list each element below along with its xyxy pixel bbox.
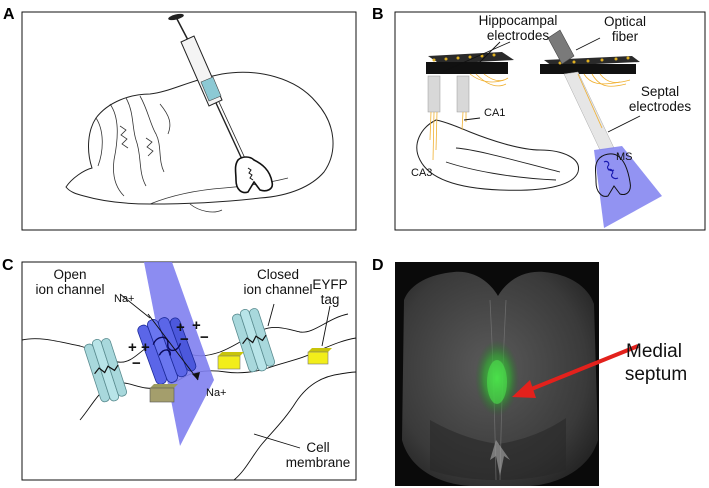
eyfp-tag-2 (217, 352, 244, 370)
panel-a-frame (21, 11, 357, 231)
closed-ion-channel-label-2: ion channel (243, 282, 312, 297)
septal-electrodes-label: Septal (641, 84, 679, 99)
panel-b: B (372, 6, 706, 231)
ms-target-outline (234, 156, 274, 194)
ms-label: MS (616, 151, 633, 163)
ca1-pointer (463, 117, 481, 121)
cerebellum-zigzag-1 (119, 125, 129, 149)
syringe-plunger (176, 18, 190, 43)
panel-a-letter: A (3, 6, 15, 23)
medial-septum-label-2: septum (625, 364, 687, 385)
eyfp-tag-label: EYFP (312, 277, 347, 292)
septal-pointer (607, 115, 641, 133)
ca3-label: CA3 (411, 167, 432, 179)
svg-text:+: + (141, 339, 150, 356)
ms-electrode-loop-1 (603, 160, 615, 172)
cerebellum-fold-4 (139, 95, 165, 173)
panel-c-frame (21, 261, 357, 481)
svg-text:+: + (128, 339, 137, 356)
optical-fiber-ferrule (547, 29, 575, 65)
ms-outline (595, 153, 631, 197)
eyfp-tag-1 (149, 384, 178, 403)
open-ion-channel-label: Open (53, 267, 86, 282)
septal-electrodes-label-2: electrodes (629, 99, 692, 114)
hippo-connector-pins (432, 53, 496, 62)
hippo-shaft-2 (456, 75, 470, 113)
medial-septum-label: Medial (626, 341, 682, 362)
eyfp-pointer (321, 305, 331, 347)
panel-b-letter: B (372, 6, 384, 23)
cerebellum-fold-1 (95, 117, 103, 167)
cell-membrane-label: Cell (306, 440, 329, 455)
hippocampus-inner-1 (455, 147, 561, 173)
syringe-needle-edge (218, 101, 250, 168)
cell-membrane-lower (233, 371, 357, 481)
eyfp-tag-label-2: tag (321, 292, 340, 307)
cerebellum-fold-3 (125, 97, 147, 187)
na-arrow-head (192, 372, 200, 380)
panel-d: D Medial septum (372, 257, 687, 486)
na-path (147, 313, 199, 381)
hippocampal-electrodes-label-2: electrodes (487, 28, 550, 43)
panel-b-frame (394, 11, 706, 231)
hippo-pointer-2 (441, 41, 511, 73)
hippocampus-inner-2 (445, 161, 557, 181)
closed-ion-channel-left (84, 338, 127, 403)
svg-text:+: + (176, 319, 185, 336)
red-arrow-head (512, 380, 536, 398)
mouse-brain-outline (65, 71, 334, 205)
hippo-pointer-1 (469, 41, 501, 73)
red-arrow-shaft (523, 344, 639, 394)
charges: ++ ++ −−− (128, 317, 209, 372)
svg-text:−: − (180, 331, 189, 348)
light-cone (594, 146, 662, 228)
syringe (168, 13, 250, 169)
open-channel-pointer (119, 293, 151, 319)
hippocampal-electrodes-label: Hippocampal (479, 13, 558, 28)
svg-text:−: − (200, 329, 209, 346)
septal-wires (577, 73, 631, 129)
svg-text:+: + (192, 317, 201, 334)
panel-c: C (2, 257, 357, 481)
septal-connector-pins (558, 56, 630, 65)
hippocampus-outline (416, 119, 579, 191)
membrane-pointer (253, 433, 301, 449)
ms-injection-mark (247, 167, 254, 181)
eyfp-tag-3 (307, 348, 332, 365)
open-ion-channel (137, 317, 197, 385)
svg-text:−: − (132, 355, 141, 372)
panel-d-letter: D (372, 257, 384, 274)
closed-ion-channel-right (232, 308, 275, 373)
panel-a: A (3, 6, 357, 231)
na-top-label: Na+ (114, 293, 135, 305)
fiber-pointer (575, 37, 601, 51)
septal-connector-body (540, 64, 636, 74)
ms-electrode-loop-2 (607, 168, 619, 180)
hippo-wires (429, 73, 509, 161)
closed-ion-channel-label: Closed (257, 267, 299, 282)
syringe-plunger-cap (168, 13, 184, 21)
hypothalamus-line (189, 203, 223, 213)
optical-fiber-label-2: fiber (612, 29, 639, 44)
eyfp-fluorescence-core (487, 360, 507, 404)
na-bottom-label: Na+ (206, 387, 227, 399)
hippo-connector-body (426, 62, 508, 74)
ca1-label: CA1 (484, 107, 505, 119)
syringe-liquid (200, 76, 222, 102)
cerebellum-fold-2 (109, 103, 125, 197)
hippo-shaft-1 (427, 75, 441, 113)
panel-c-letter: C (2, 257, 14, 274)
cortex-fold (159, 103, 171, 135)
closed-channel-pointer (267, 303, 275, 327)
ventral-bright-streak (490, 440, 510, 476)
open-ion-channel-label-2: ion channel (35, 282, 104, 297)
cerebellum-zigzag-2 (145, 137, 154, 157)
cell-membrane-label-2: membrane (286, 455, 351, 470)
optical-fiber-label: Optical (604, 14, 646, 29)
